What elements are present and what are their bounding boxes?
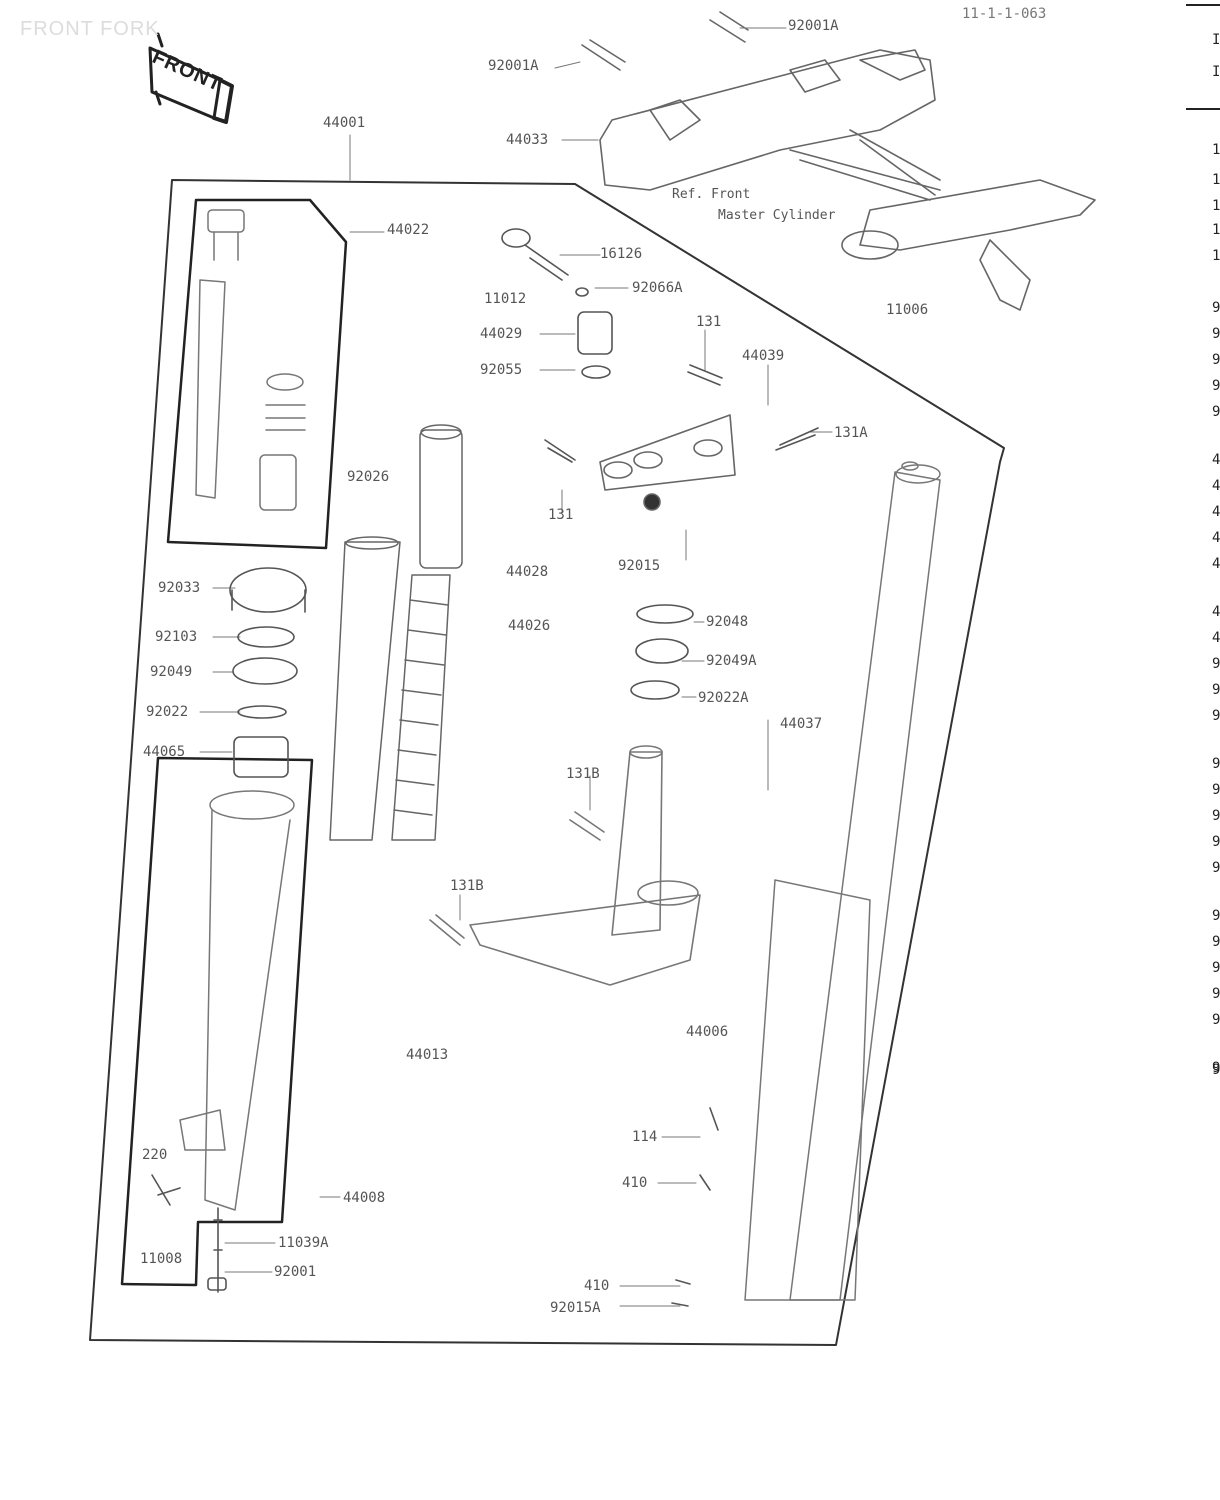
side-panel-mark: 4: [1212, 478, 1220, 494]
callout-44029: 44029: [480, 326, 523, 342]
side-panel-mark: 4: [1212, 604, 1220, 620]
side-panel-mark: 9: [1212, 860, 1220, 876]
callout-92103: 92103: [155, 629, 198, 645]
stem-bearing-parts: [630, 604, 694, 700]
side-panel-mark: 9: [1212, 960, 1220, 976]
callout-131a: 131A: [834, 425, 868, 441]
callout-92049: 92049: [150, 664, 193, 680]
callout-131-low: 131: [548, 507, 574, 523]
callout-131c: 131B: [450, 878, 484, 894]
left-outer-tube: [179, 790, 295, 1211]
side-panel-mark: I: [1212, 64, 1220, 80]
side-panel-mark: 9: [1212, 1012, 1220, 1028]
inner-box-upper: [166, 198, 348, 550]
page-title: FRONT FORK: [20, 18, 160, 40]
callout-114: 114: [632, 1129, 658, 1145]
callout-44039: 44039: [742, 348, 785, 364]
fork-spring-assembly: [329, 424, 463, 841]
callout-44026: 44026: [508, 618, 551, 634]
callout-92001a-top: 92001A: [788, 18, 839, 34]
callout-44013: 44013: [406, 1047, 449, 1063]
seal-stack: [229, 567, 307, 778]
side-panel-mark: 9: [1212, 682, 1220, 698]
callout-220: 220: [142, 1147, 168, 1163]
damper-rod-parts: [195, 209, 306, 511]
callout-131b: 131B: [566, 766, 600, 782]
callout-44065: 44065: [143, 744, 186, 760]
side-panel-rule-mid: [1186, 108, 1220, 110]
side-panel-mark: 4: [1212, 504, 1220, 520]
callout-44022: 44022: [387, 222, 430, 238]
callout-92049a: 92049A: [706, 653, 757, 669]
inner-box-lower: [120, 756, 314, 1287]
front-direction-badge: [148, 32, 234, 124]
side-panel-mark: 1: [1212, 198, 1220, 214]
side-panel-mark: 9: [1212, 934, 1220, 950]
side-panel-mark: 9: [1212, 1060, 1220, 1076]
side-panel-mark: 9: [1212, 708, 1220, 724]
side-panel-mark: 1: [1212, 222, 1220, 238]
steering-stem: [429, 745, 701, 986]
callout-44006: 44006: [686, 1024, 729, 1040]
reference-note-line1: Ref. Front: [672, 187, 751, 202]
upper-clamp: [599, 414, 736, 511]
callout-131: 131: [696, 314, 722, 330]
leader-lines: [199, 27, 833, 1307]
side-panel-mark: 9: [1212, 404, 1220, 420]
callout-16126: 16126: [600, 246, 643, 262]
air-valve-parts: [501, 228, 819, 463]
right-fork-tube: [744, 461, 941, 1301]
callout-92055: 92055: [480, 362, 523, 378]
reference-note-line2: Master Cylinder: [718, 208, 836, 223]
side-panel-mark: 9: [1212, 908, 1220, 924]
side-panel-mark: 9: [1212, 300, 1220, 316]
side-panel-mark: 1: [1212, 248, 1220, 264]
drawing-code: 11-1-1-063: [962, 6, 1047, 22]
fork-assembly-outline: [89, 179, 1005, 1346]
side-panel-mark: 9: [1212, 378, 1220, 394]
callout-410-low: 410: [584, 1278, 610, 1294]
side-panel-mark: 9: [1212, 986, 1220, 1002]
callout-92015a: 92015A: [550, 1300, 601, 1316]
callout-92022: 92022: [146, 704, 189, 720]
callout-44008: 44008: [343, 1190, 386, 1206]
callout-92066a: 92066A: [632, 280, 683, 296]
handlebar-bracket: [581, 11, 1096, 311]
callout-11006: 11006: [886, 302, 929, 318]
side-panel-mark: 9: [1212, 352, 1220, 368]
side-panel-mark: 1: [1212, 142, 1220, 158]
side-panel-mark: 4: [1212, 630, 1220, 646]
callout-410: 410: [622, 1175, 648, 1191]
callout-92015: 92015: [618, 558, 661, 574]
side-panel-mark: 9: [1212, 756, 1220, 772]
callout-92026: 92026: [347, 469, 390, 485]
side-panel-rule-top: [1186, 4, 1220, 6]
callout-44037: 44037: [780, 716, 823, 732]
side-panel-mark: 9: [1212, 656, 1220, 672]
callout-92048: 92048: [706, 614, 749, 630]
side-panel-mark: 9: [1212, 326, 1220, 342]
side-panel-mark: 9: [1212, 1062, 1220, 1078]
callout-11012: 11012: [484, 291, 527, 307]
side-panel-mark: I: [1212, 32, 1220, 48]
side-panel-mark: 9: [1212, 808, 1220, 824]
callout-92001a-left: 92001A: [488, 58, 539, 74]
side-panel-mark: 4: [1212, 556, 1220, 572]
callout-92033: 92033: [158, 580, 201, 596]
side-panel-mark: 9: [1212, 782, 1220, 798]
side-panel-mark: 1: [1212, 172, 1220, 188]
callout-92001: 92001: [274, 1264, 317, 1280]
callout-44028: 44028: [506, 564, 549, 580]
callout-44001: 44001: [323, 115, 366, 131]
callout-92022a: 92022A: [698, 690, 749, 706]
callout-11008: 11008: [140, 1251, 183, 1267]
callout-44033: 44033: [506, 132, 549, 148]
callout-11039a: 11039A: [278, 1235, 329, 1251]
side-panel-mark: 9: [1212, 834, 1220, 850]
side-panel-mark: 4: [1212, 530, 1220, 546]
drain-bolts: [151, 1107, 719, 1307]
side-panel-mark: 4: [1212, 452, 1220, 468]
